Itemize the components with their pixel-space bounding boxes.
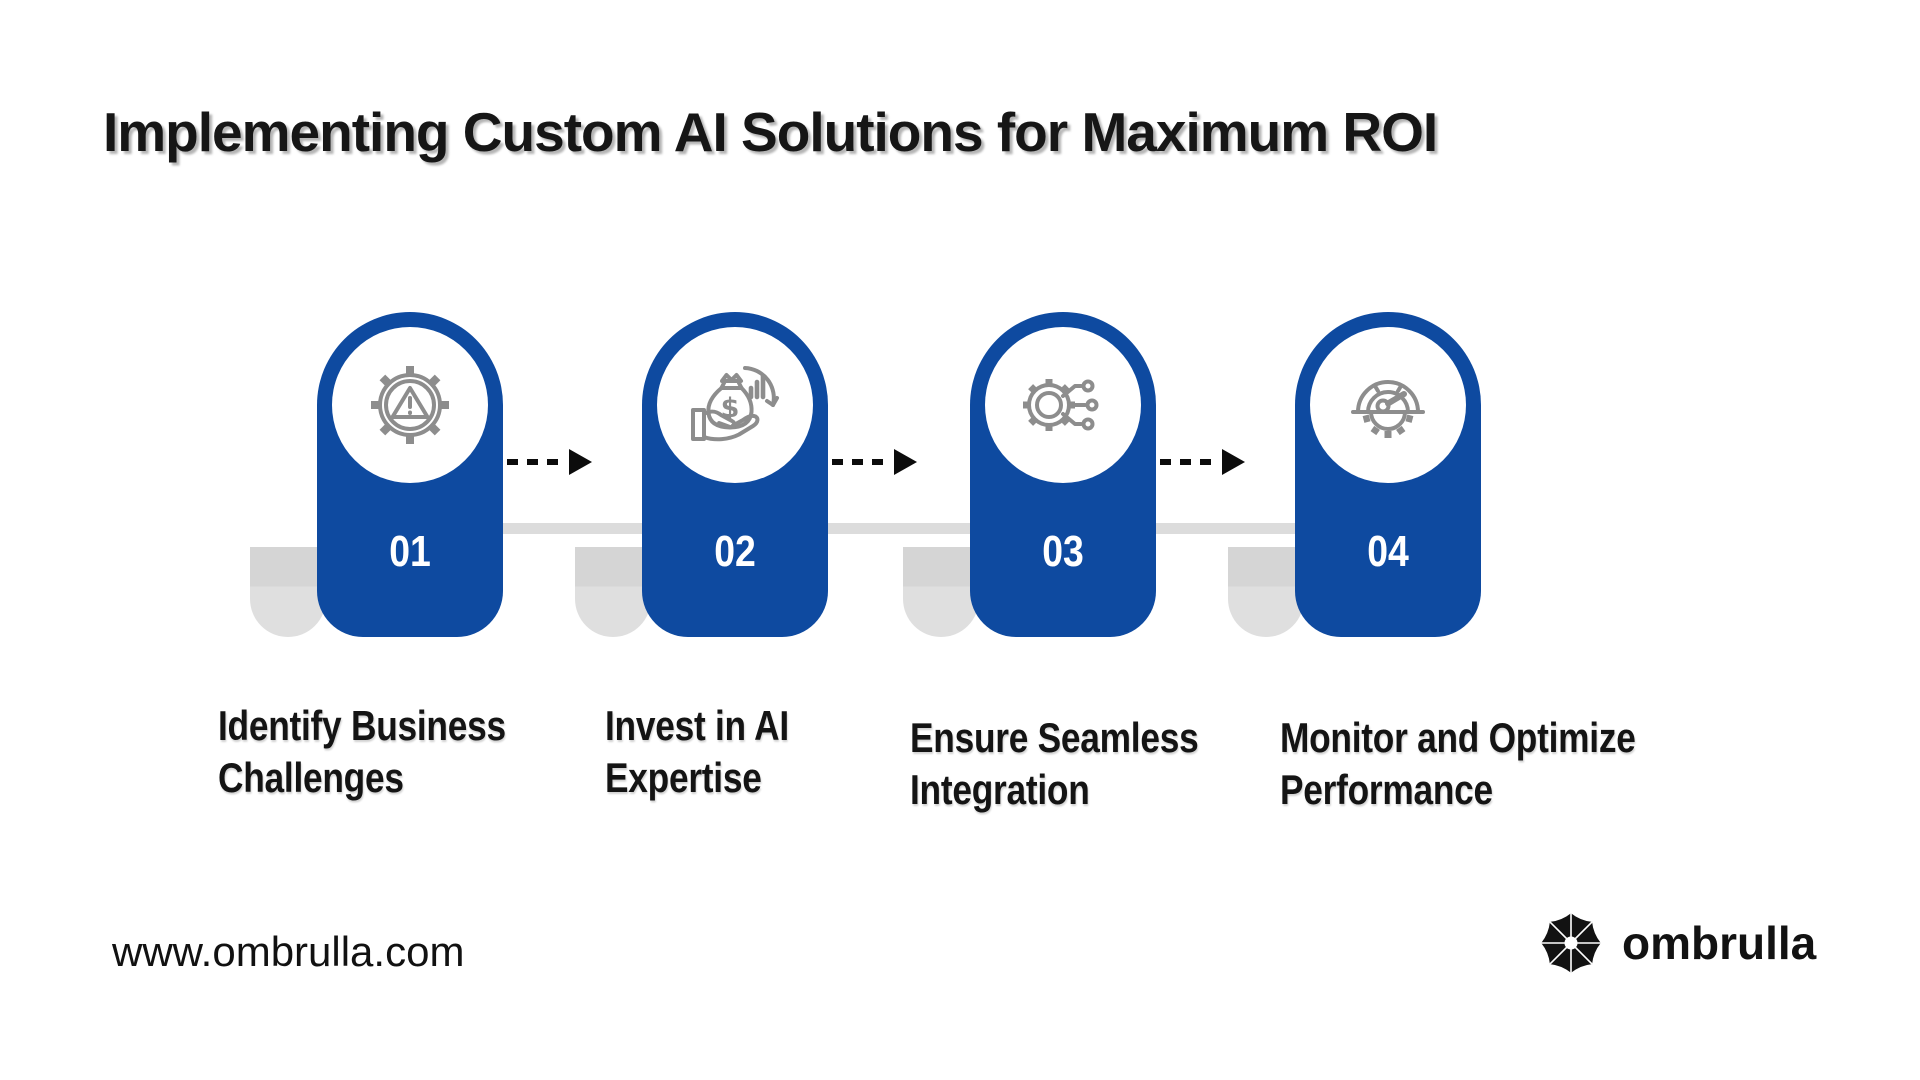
step-number-3: 03 (1042, 527, 1084, 576)
step-icon-circle-3 (985, 327, 1141, 483)
flow-arrow-2 (832, 449, 917, 475)
arrowhead-icon (1222, 449, 1245, 475)
ribbon-curl-4 (1228, 547, 1304, 637)
brand-logo-lockup: ombrulla (1540, 910, 1816, 976)
investment-hand-icon: $ (691, 366, 779, 442)
step-pin-3: 03 (970, 312, 1156, 637)
umbrella-icon (1541, 913, 1601, 973)
step-icon-circle-2: $ (657, 327, 813, 483)
brand-name: ombrulla (1622, 917, 1817, 969)
ribbon-curl-1 (250, 547, 326, 637)
gear-alert-icon (371, 366, 449, 444)
gauge-gear-icon (1351, 380, 1425, 438)
step-pin-4: 04 (1295, 312, 1481, 637)
website-url: www.ombrulla.com (112, 928, 465, 975)
ribbon-curl-3 (903, 547, 979, 637)
step-number-2: 02 (714, 527, 756, 576)
step-icon-circle-1 (332, 327, 488, 483)
step-number-4: 04 (1367, 527, 1409, 576)
step-number-1: 01 (389, 527, 431, 576)
flow-arrow-3 (1160, 449, 1245, 475)
gear-circuit-icon (1023, 379, 1099, 431)
step-icon-circle-4 (1310, 327, 1466, 483)
page-title: Implementing Custom AI Solutions for Max… (103, 101, 1438, 163)
arrowhead-icon (894, 449, 917, 475)
flow-arrow-1 (507, 449, 592, 475)
connector-bar (410, 523, 1388, 534)
step-pin-1: 01 (317, 312, 503, 637)
arrowhead-icon (569, 449, 592, 475)
ribbon-curl-2 (575, 547, 651, 637)
step-pin-2: $ 02 (642, 312, 828, 637)
